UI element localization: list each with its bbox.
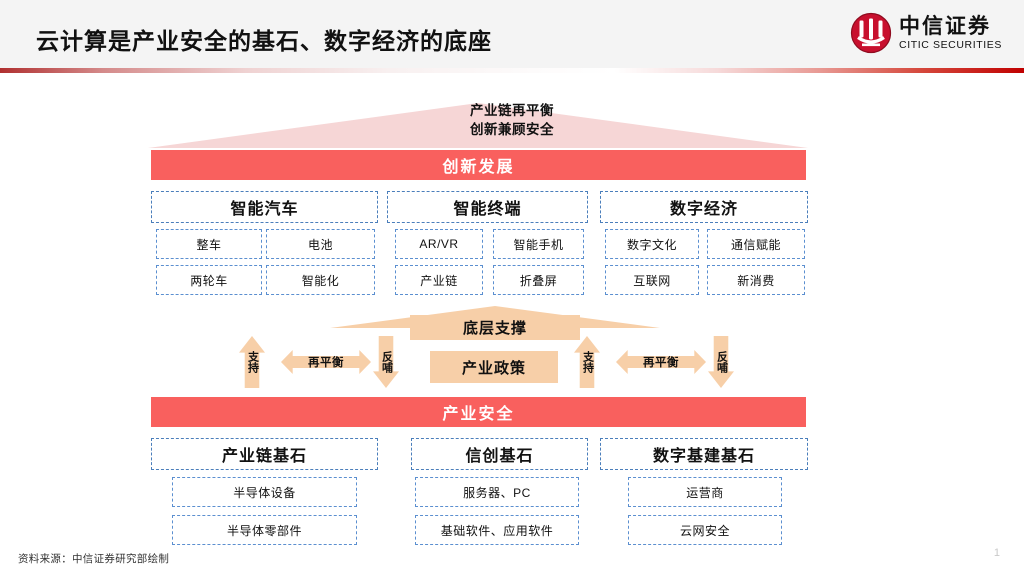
flow-group-left: 支持 再平衡 反哺	[239, 336, 399, 388]
sub-item-basic-application-software[interactable]: 基础软件、应用软件	[415, 515, 579, 545]
sub-item-smartphone[interactable]: 智能手机	[493, 229, 584, 259]
sub-item-digital-culture[interactable]: 数字文化	[605, 229, 699, 259]
category-title-smart-vehicle[interactable]: 智能汽车	[151, 191, 378, 223]
sub-item-new-consumption[interactable]: 新消费	[707, 265, 805, 295]
category-title-digital-infra-foundation[interactable]: 数字基建基石	[600, 438, 808, 470]
sub-item-supply-chain[interactable]: 产业链	[395, 265, 483, 295]
sub-item-comm-empowerment[interactable]: 通信赋能	[707, 229, 805, 259]
brand-logo-text: 中信证券 CITIC SECURITIES	[899, 16, 1002, 51]
page-number: 1	[993, 547, 1000, 559]
sub-item-cloud-network-security[interactable]: 云网安全	[628, 515, 782, 545]
sub-item-carrier[interactable]: 运营商	[628, 477, 782, 507]
feedback-down-arrow-right-label: 反哺	[715, 351, 728, 373]
rebalance-right-label: 再平衡	[643, 357, 679, 369]
citic-roundel-logo-icon	[850, 12, 892, 54]
page-title: 云计算是产业安全的基石、数字经济的底座	[36, 28, 492, 54]
sub-item-intelligentization[interactable]: 智能化	[266, 265, 375, 295]
sub-item-ar-vr[interactable]: AR/VR	[395, 229, 483, 259]
flow-group-right: 支持 再平衡 反哺	[574, 336, 734, 388]
support-up-arrow-right-label: 支持	[581, 351, 594, 373]
innovation-triangle-shape	[148, 103, 808, 148]
category-title-digital-economy[interactable]: 数字经济	[600, 191, 808, 223]
header-gradient-rule	[0, 68, 1024, 73]
feedback-down-arrow-left-label: 反哺	[380, 351, 393, 373]
source-note: 资料来源：中信证券研究部绘制	[18, 553, 170, 565]
industrial-policy-box[interactable]: 产业政策	[430, 351, 558, 383]
support-label: 底层支撑	[410, 315, 580, 340]
sub-item-battery[interactable]: 电池	[266, 229, 375, 259]
sub-item-semiconductor-components[interactable]: 半导体零部件	[172, 515, 357, 545]
rebalance-left-label: 再平衡	[308, 357, 344, 369]
sub-item-foldable-screen[interactable]: 折叠屏	[493, 265, 584, 295]
sub-item-semiconductor-equipment[interactable]: 半导体设备	[172, 477, 357, 507]
category-title-smart-terminal[interactable]: 智能终端	[387, 191, 588, 223]
brand-logo: 中信证券 CITIC SECURITIES	[850, 12, 1002, 54]
brand-name-en: CITIC SECURITIES	[899, 38, 1002, 51]
sub-item-server-pc[interactable]: 服务器、PC	[415, 477, 579, 507]
innovation-banner: 创新发展	[151, 150, 806, 180]
category-title-xinchuang-foundation[interactable]: 信创基石	[411, 438, 588, 470]
support-up-arrow-left-label: 支持	[246, 351, 259, 373]
brand-name-cn: 中信证券	[899, 14, 992, 38]
category-title-supply-chain-foundation[interactable]: 产业链基石	[151, 438, 378, 470]
slide-header: 云计算是产业安全的基石、数字经济的底座 中信证券 CITIC SECURITIE…	[0, 0, 1024, 68]
sub-item-two-wheeler[interactable]: 两轮车	[156, 265, 262, 295]
industry-security-banner: 产业安全	[151, 397, 806, 427]
sub-item-vehicle-whole[interactable]: 整车	[156, 229, 262, 259]
sub-item-internet[interactable]: 互联网	[605, 265, 699, 295]
